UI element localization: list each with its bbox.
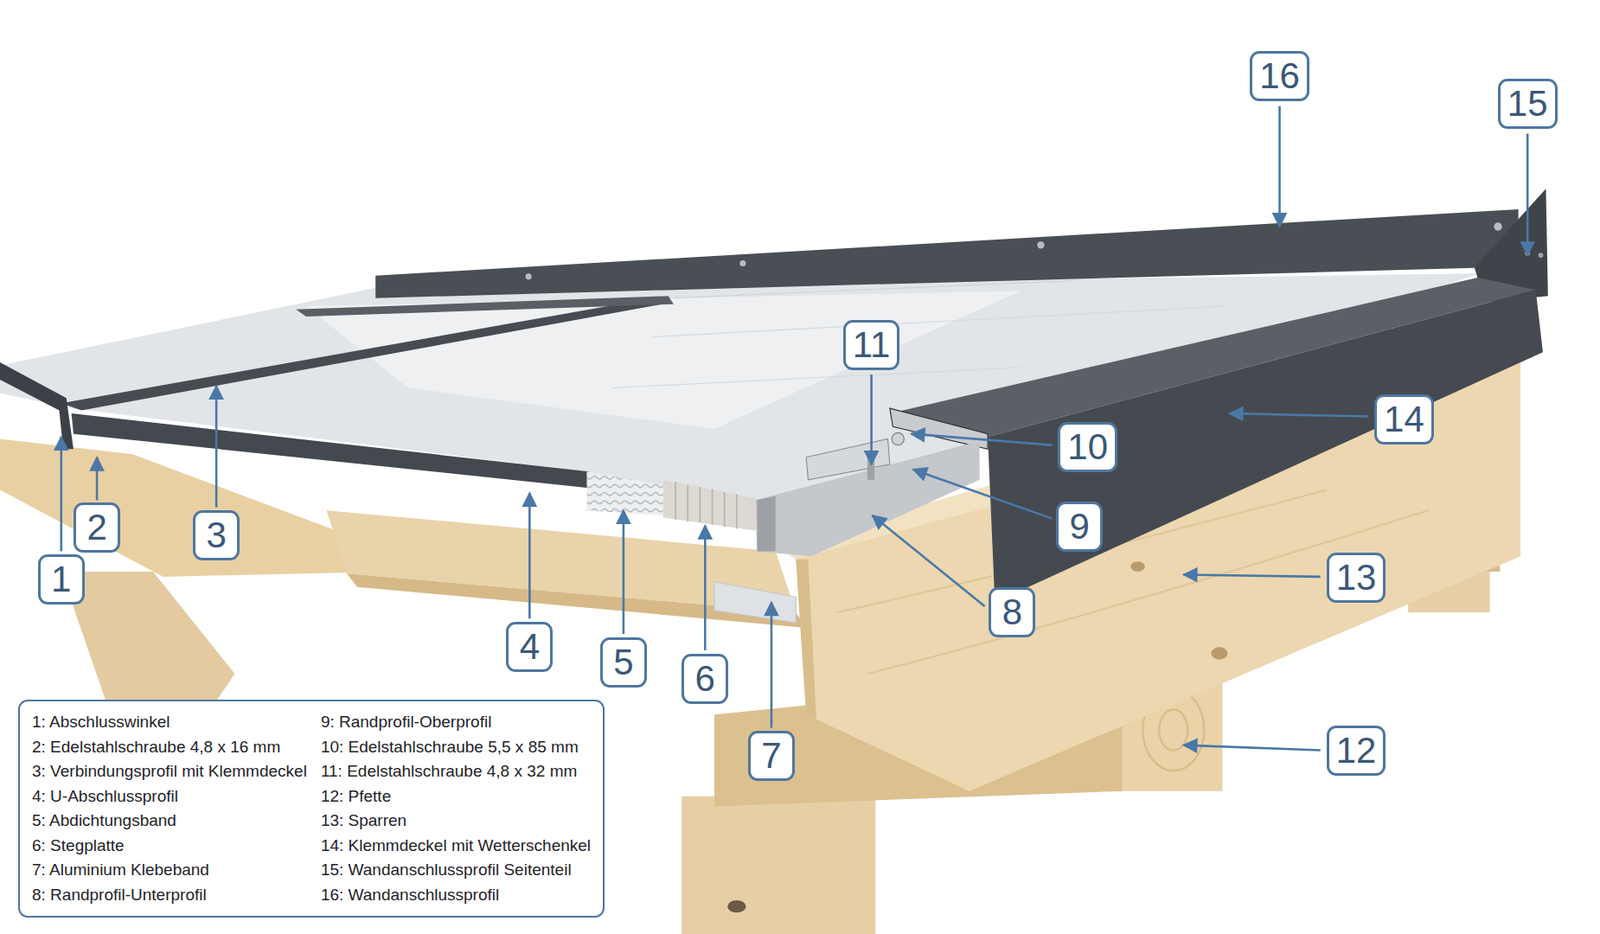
legend-entry: 10: Edelstahlschraube 5,5 x 85 mm xyxy=(320,735,591,761)
callout-number: 7 xyxy=(761,737,781,775)
callout-number: 11 xyxy=(852,326,891,364)
callout-number: 4 xyxy=(519,628,540,666)
callout-number: 8 xyxy=(1002,594,1023,631)
legend-entry: 3: Verbindungsprofil mit Klemmdeckel xyxy=(32,759,308,785)
callout-box: 16 xyxy=(1249,51,1310,102)
legend-entry: 12: Pfette xyxy=(320,784,591,810)
callout-box: 1 xyxy=(38,554,85,605)
callout-box: 9 xyxy=(1056,501,1103,552)
callout-box: 8 xyxy=(988,587,1036,638)
callout-number: 14 xyxy=(1383,401,1425,438)
callout-number: 10 xyxy=(1067,428,1108,466)
callout-box: 14 xyxy=(1374,394,1434,445)
callout-box: 12 xyxy=(1326,725,1387,776)
legend-entry: 4: U-Abschlussprofil xyxy=(32,784,308,810)
callout-box: 11 xyxy=(843,320,901,371)
profiles xyxy=(0,188,1549,623)
callout-box: 13 xyxy=(1326,552,1387,603)
callout-box: 5 xyxy=(600,637,647,688)
legend-entry: 13: Sparren xyxy=(320,808,591,834)
callout-box: 10 xyxy=(1057,422,1118,473)
callout-box: 2 xyxy=(73,502,121,553)
legend-entry: 1: Abschlusswinkel xyxy=(32,710,308,736)
callout-box: 3 xyxy=(192,510,240,561)
callout-number: 1 xyxy=(51,561,71,598)
callout-number: 12 xyxy=(1336,732,1377,769)
callout-number: 9 xyxy=(1069,508,1090,545)
leader-lines xyxy=(61,106,1528,751)
legend-entry: 7: Aluminium Klebeband xyxy=(32,857,308,884)
callout-number: 15 xyxy=(1507,85,1549,122)
callout-number: 13 xyxy=(1336,559,1377,596)
callout-number: 6 xyxy=(695,660,716,698)
callout-number: 2 xyxy=(86,509,107,546)
legend-entry: 2: Edelstahlschraube 4,8 x 16 mm xyxy=(32,735,308,761)
callout-number: 5 xyxy=(613,644,634,681)
legend-entry: 6: Stegplatte xyxy=(32,833,308,859)
callout-box: 15 xyxy=(1497,78,1558,129)
legend-entry: 16: Wandanschlussprofil xyxy=(320,883,591,909)
legend-entry: 14: Klemmdeckel mit Wetterschenkel xyxy=(320,833,591,859)
legend-entry: 15: Wandanschlussprofil Seitenteil xyxy=(320,857,591,884)
legend-box: 1: Abschlusswinkel2: Edelstahlschraube 4… xyxy=(18,699,605,918)
callout-box: 7 xyxy=(748,730,795,781)
legend-entry: 9: Randprofil-Oberprofil xyxy=(320,710,591,736)
legend-entry: 11: Edelstahlschraube 4,8 x 32 mm xyxy=(320,759,591,785)
callout-box: 6 xyxy=(681,653,729,704)
legend-entry: 5: Abdichtungsband xyxy=(32,808,308,834)
legend-entry: 8: Randprofil-Unterprofil xyxy=(32,883,308,909)
callout-number: 16 xyxy=(1259,57,1300,95)
callout-box: 4 xyxy=(505,621,553,672)
callout-number: 3 xyxy=(205,517,226,554)
